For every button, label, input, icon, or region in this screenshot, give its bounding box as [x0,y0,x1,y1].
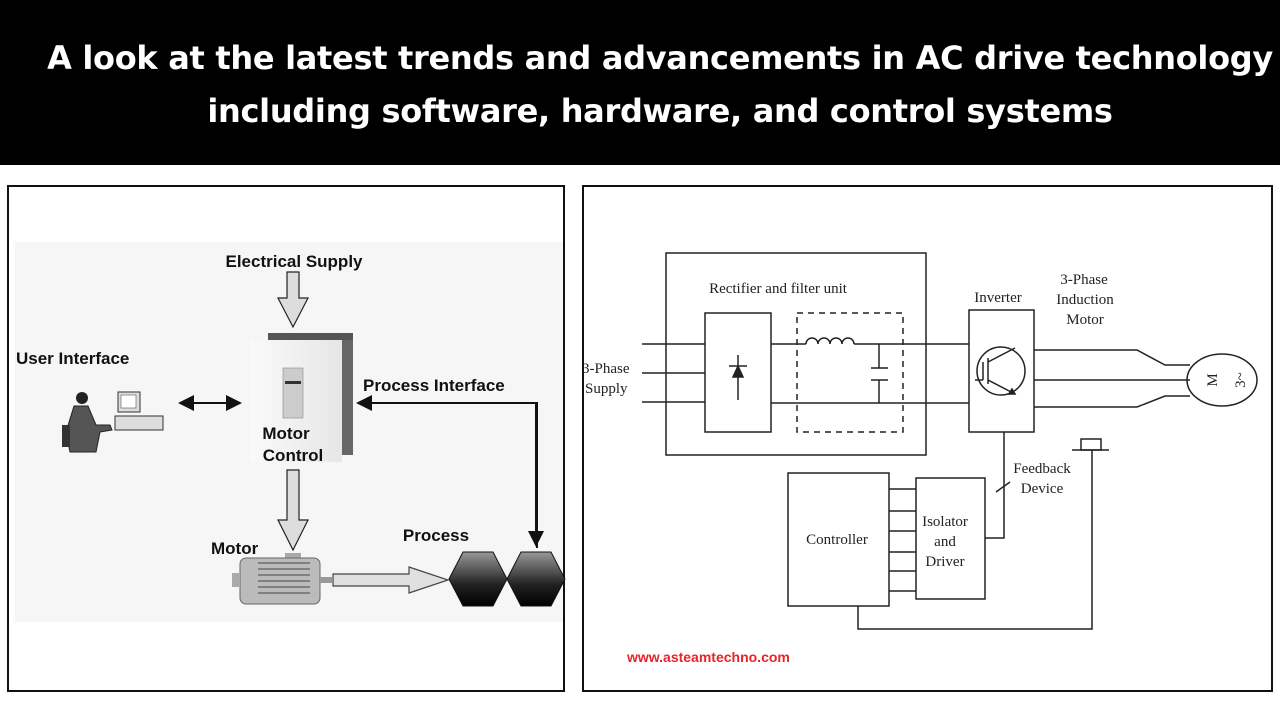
motor-to-process-arrow-icon [332,566,450,594]
isolator-label-3: Driver [925,554,964,570]
process-interface-label: Process Interface [363,376,505,395]
feedback-device-icon [1072,438,1109,451]
supply-label-2: Supply [585,381,628,397]
title-line-2: including software, hardware, and contro… [207,92,1113,130]
motor-label: Motor [211,539,259,558]
motor-control-label-1: Motor [262,424,310,443]
right-diagram-labels: Rectifier and filter unit Inverter 3-Pha… [582,272,1249,570]
feedback-line [985,432,1005,539]
capacitor-icon [871,344,888,403]
electrical-supply-label: Electrical Supply [226,252,364,271]
drive-output-arrow-icon [277,469,309,552]
rectifier-filter-unit-box [665,252,927,456]
motor-icon [232,553,332,605]
feedback-label-2: Device [1021,481,1064,497]
right-diagram [642,252,1258,630]
left-diagram: Electrical Supply Motor Control User Int… [15,242,566,622]
igbt-transistor-icon [975,346,1026,396]
motor-control-label-2: Control [263,446,323,465]
diode-icon [729,355,747,400]
motor-control-drive-icon [250,333,353,462]
supply-label-1: 3-Phase [582,361,630,377]
motor-label-2: Induction [1056,292,1114,308]
isolator-label-1: Isolator [922,514,968,530]
website-link[interactable]: www.asteamtechno.com [627,649,790,665]
process-label: Process [403,526,469,545]
motor-label-3: Motor [1066,312,1104,328]
controller-box [787,472,890,607]
filter-box [796,312,904,433]
controller-label: Controller [806,532,868,548]
user-interface-label: User Interface [16,349,129,368]
motor-phase-symbol: 3~ [1233,372,1249,388]
motor-symbol: M [1205,373,1221,386]
title-banner: A look at the latest trends and advancem… [0,0,1280,165]
motor-icon [1186,353,1258,407]
motor-label-1: 3-Phase [1060,272,1108,288]
inductor-icon [805,337,855,345]
feedback-label-1: Feedback [1013,461,1071,477]
inverter-box [968,309,1035,433]
isolator-driver-box [915,477,986,600]
inverter-label: Inverter [974,290,1021,306]
process-gear-icon [506,551,566,607]
rectifier-label: Rectifier and filter unit [709,281,848,297]
user-at-computer-icon [62,391,164,453]
supply-arrow-icon [277,271,309,329]
title-line-1: A look at the latest trends and advancem… [47,39,1273,77]
ac-drive-circuit-panel [582,185,1273,692]
isolator-label-2: and [934,534,956,550]
